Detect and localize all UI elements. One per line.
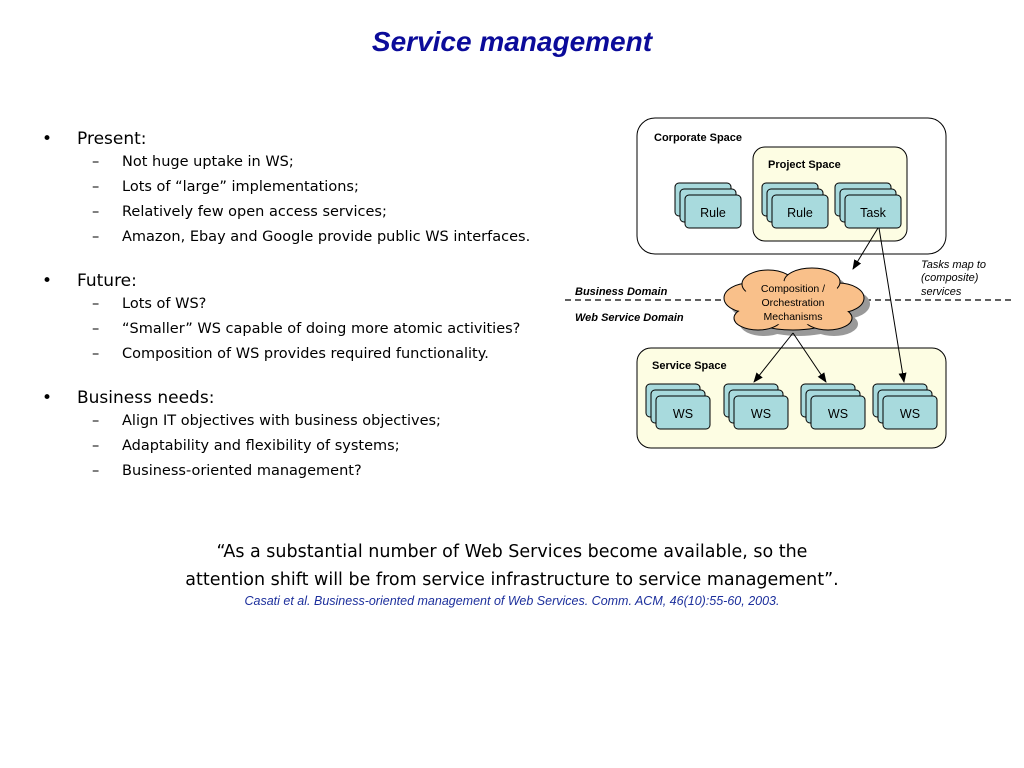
dash-icon: – xyxy=(92,463,100,479)
arrow-cloud-to-ws xyxy=(753,332,794,383)
slide-title: Service management xyxy=(371,26,653,57)
bullet-label: Business needs: xyxy=(77,388,215,408)
dash-icon: – xyxy=(92,296,100,312)
rule-stack: Rule xyxy=(674,182,742,229)
sub-bullet: – Relatively few open access services; xyxy=(40,200,620,225)
rule-stack: Rule xyxy=(761,182,829,229)
sub-bullet-text: “Smaller” WS capable of doing more atomi… xyxy=(122,321,521,337)
sub-bullet: – “Smaller” WS capable of doing more atom… xyxy=(40,317,620,342)
bullet-label: Future: xyxy=(77,271,137,291)
sub-bullet-text: Amazon, Ebay and Google provide public W… xyxy=(122,229,531,245)
ws-stack: WS xyxy=(645,383,711,430)
rule-label: Rule xyxy=(700,206,726,220)
citation: Casati et al. Business-oriented manageme… xyxy=(244,594,780,608)
rule-label: Rule xyxy=(787,206,813,220)
sub-bullet: – Lots of WS? xyxy=(40,292,620,317)
ws-label: WS xyxy=(673,407,693,421)
sub-bullet: – Business-oriented management? xyxy=(40,459,620,484)
bullet-dot-icon: • xyxy=(42,388,53,408)
bullet-dot-icon: • xyxy=(42,129,53,149)
sub-bullet-text: Business-oriented management? xyxy=(122,463,362,479)
project-space-label: Project Space xyxy=(768,159,841,171)
quote-block: “As a substantial number of Web Services… xyxy=(0,538,1024,594)
sub-bullet-text: Composition of WS provides required func… xyxy=(122,346,489,362)
tasks-note-line: services xyxy=(921,286,962,298)
web-service-domain-label: Web Service Domain xyxy=(575,312,684,324)
bullet-dot-icon: • xyxy=(42,271,53,291)
bullet-business-needs: • Business needs: xyxy=(40,387,620,409)
cloud-text-line: Mechanisms xyxy=(764,311,823,323)
corporate-space-label: Corporate Space xyxy=(654,132,742,144)
arrow-cloud-to-ws xyxy=(792,332,827,383)
bullet-future: • Future: xyxy=(40,270,620,292)
sub-bullet-text: Adaptability and flexibility of systems; xyxy=(122,438,400,454)
cloud-text-line: Composition / xyxy=(761,283,825,295)
sub-bullet-text: Lots of WS? xyxy=(122,296,207,312)
dash-icon: – xyxy=(92,321,100,337)
dash-icon: – xyxy=(92,413,100,429)
quote-line: “As a substantial number of Web Services… xyxy=(216,542,808,562)
sub-bullet: – Composition of WS provides required fun… xyxy=(40,342,620,367)
ws-stack: WS xyxy=(723,383,789,430)
ws-label: WS xyxy=(751,407,771,421)
dash-icon: – xyxy=(92,346,100,362)
sub-bullet: – Amazon, Ebay and Google provide public … xyxy=(40,225,620,250)
cloud-text-line: Orchestration xyxy=(761,297,824,309)
ws-stack: WS xyxy=(800,383,866,430)
dash-icon: – xyxy=(92,204,100,220)
tasks-note-line: (composite) xyxy=(921,272,979,284)
task-stack: Task xyxy=(834,182,902,229)
sub-bullet-text: Align IT objectives with business object… xyxy=(122,413,441,429)
dash-icon: – xyxy=(92,438,100,454)
composition-cloud: Composition / Orchestration Mechanisms xyxy=(723,267,870,336)
business-domain-label: Business Domain xyxy=(575,286,668,298)
quote-line: attention shift will be from service inf… xyxy=(185,570,839,590)
sub-bullet: – Adaptability and flexibility of systems… xyxy=(40,434,620,459)
bullet-present: • Present: xyxy=(40,128,620,150)
arrow-task-to-cloud xyxy=(852,227,879,270)
ws-label: WS xyxy=(828,407,848,421)
service-space-label: Service Space xyxy=(652,360,727,372)
sub-bullet: – Align IT objectives with business objec… xyxy=(40,409,620,434)
dash-icon: – xyxy=(92,179,100,195)
bullet-label: Present: xyxy=(77,129,147,149)
sub-bullet-text: Relatively few open access services; xyxy=(122,204,387,220)
arrow-task-to-ws xyxy=(878,227,907,383)
dash-icon: – xyxy=(92,229,100,245)
sub-bullet: – Not huge uptake in WS; xyxy=(40,150,620,175)
sub-bullet-text: Lots of “large” implementations; xyxy=(122,179,359,195)
ws-label: WS xyxy=(900,407,920,421)
task-label: Task xyxy=(860,206,886,220)
dash-icon: – xyxy=(92,154,100,170)
sub-bullet: – Lots of “large” implementations; xyxy=(40,175,620,200)
ws-stack: WS xyxy=(872,383,938,430)
sub-bullet-text: Not huge uptake in WS; xyxy=(122,154,294,170)
service-space-box xyxy=(636,347,947,449)
tasks-note-line: Tasks map to xyxy=(921,259,986,271)
bullet-list: • Present: – Not huge uptake in WS; – Lots … xyxy=(40,128,620,484)
